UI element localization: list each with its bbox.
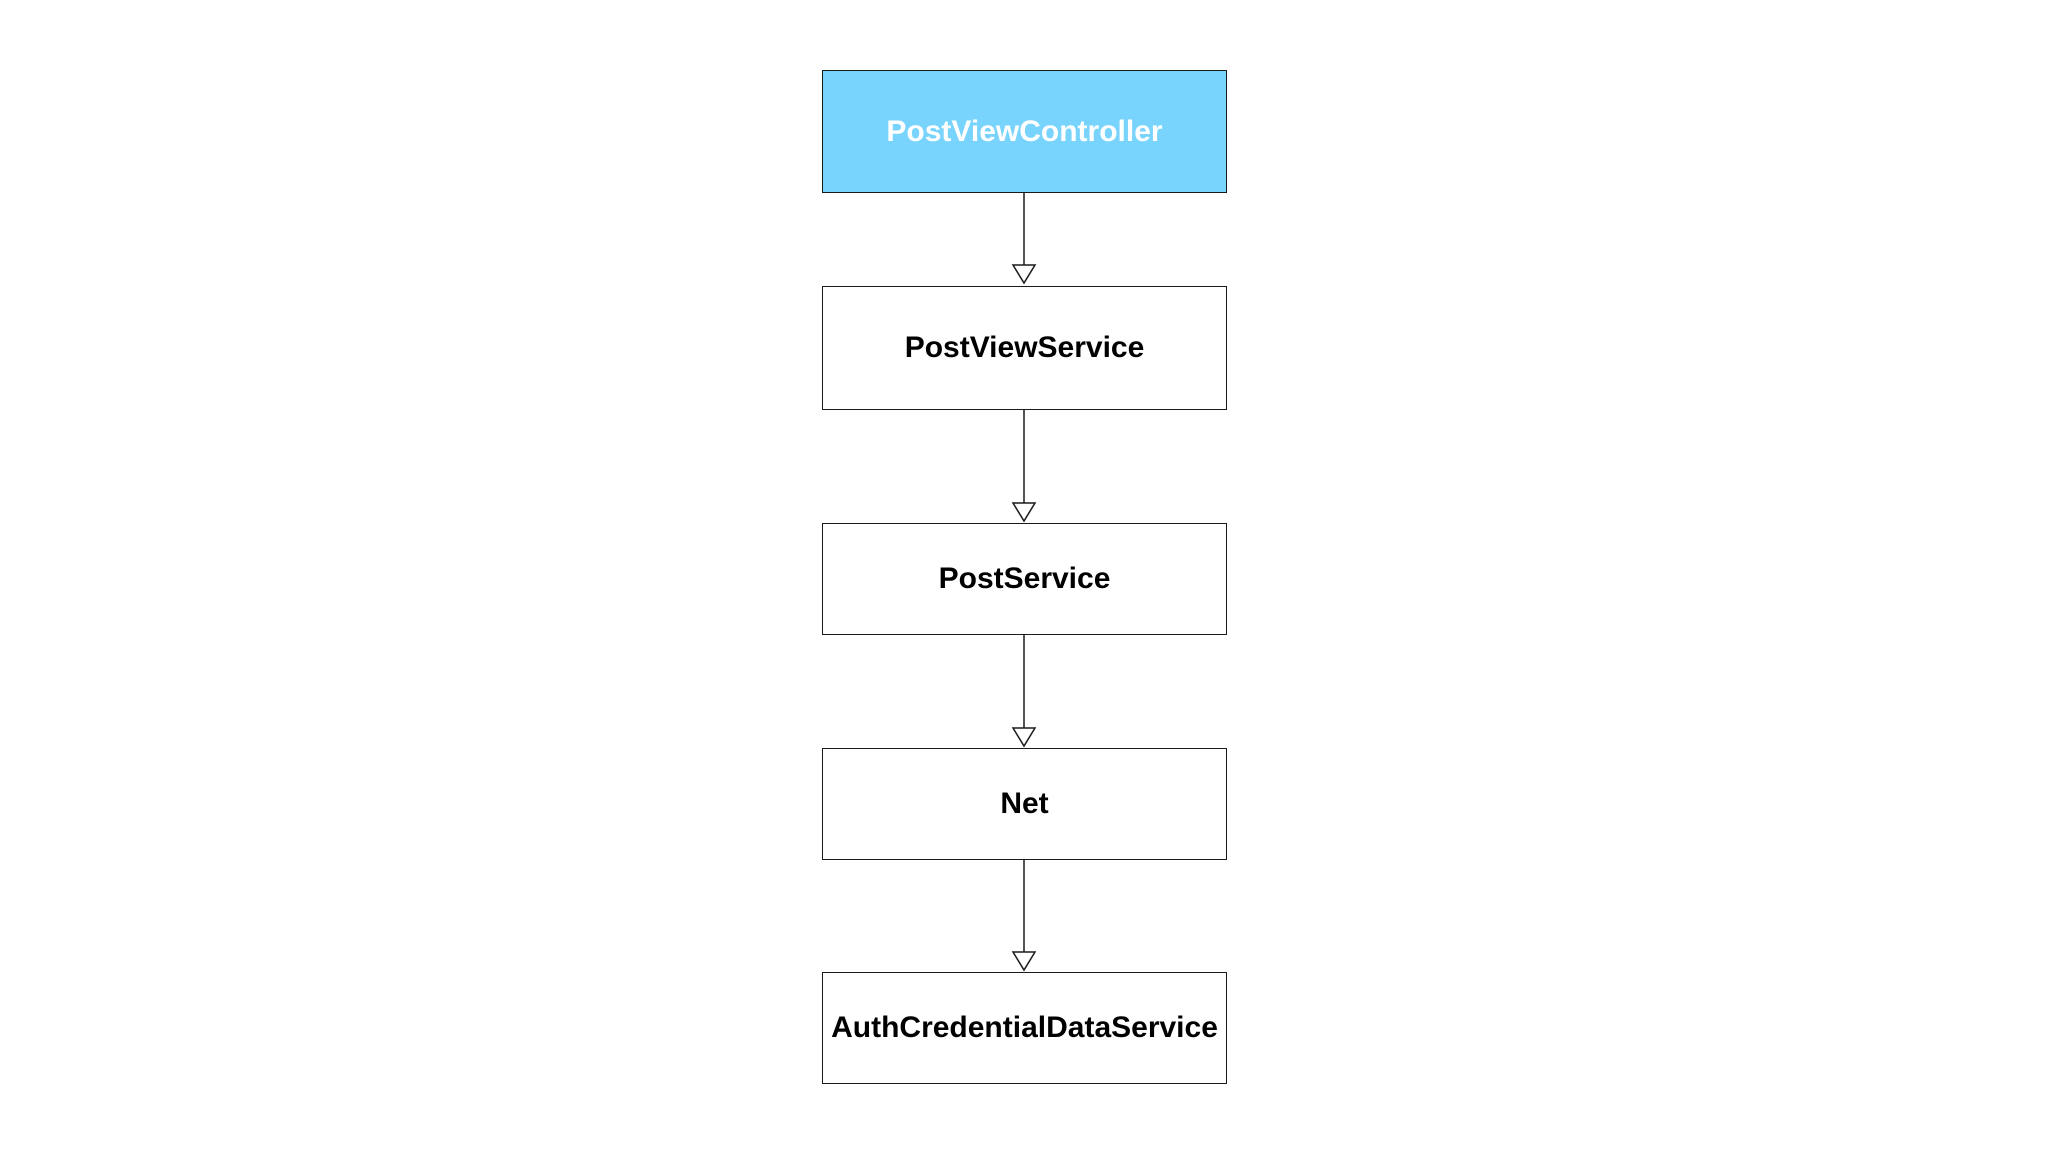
node-post-service: PostService <box>822 523 1227 635</box>
arrowhead-icon <box>1011 264 1037 285</box>
arrowhead-icon <box>1011 951 1037 972</box>
node-post-view-service: PostViewService <box>822 286 1227 410</box>
node-auth-credential-data-service: AuthCredentialDataService <box>822 972 1227 1084</box>
arrowhead-icon <box>1011 502 1037 523</box>
node-net: Net <box>822 748 1227 860</box>
node-label: AuthCredentialDataService <box>831 1011 1218 1044</box>
node-label: PostViewController <box>886 114 1163 148</box>
node-label: Net <box>1000 787 1049 820</box>
arrowhead-icon <box>1011 727 1037 748</box>
node-post-view-controller: PostViewController <box>822 70 1227 193</box>
node-label: PostViewService <box>904 331 1145 364</box>
node-label: PostService <box>938 562 1111 595</box>
